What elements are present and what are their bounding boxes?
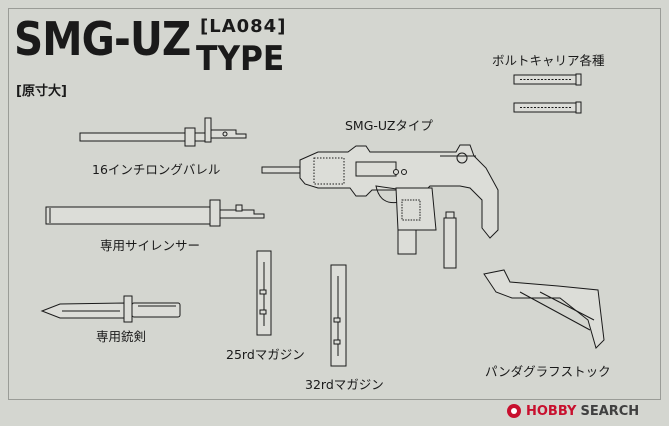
sheet-border (8, 8, 661, 400)
bolt-carrier-1 (513, 73, 582, 86)
bayonet (40, 295, 181, 323)
pantograph-stock (483, 269, 605, 349)
bayonet-label: 専用銃剣 (96, 329, 147, 344)
grip-magazine (443, 211, 457, 269)
magazine-25rd (256, 250, 272, 336)
main-gun-label: SMG-UZタイプ (345, 118, 433, 133)
magazine-25rd-label: 25rdマガジン (226, 347, 305, 362)
magazine-32rd (330, 264, 347, 367)
watermark-search: SEARCH (580, 403, 640, 419)
watermark-brand: HOBBY (526, 403, 577, 419)
long-barrel (79, 117, 247, 147)
silencer-label: 専用サイレンサー (100, 238, 201, 253)
magazine-32rd-label: 32rdマガジン (305, 377, 384, 392)
bolt-carrier-2 (513, 101, 582, 114)
stock-label: パンダグラフストック (485, 364, 611, 379)
hobby-search-logo-icon (507, 404, 521, 418)
scale-note: [原寸大] (16, 84, 67, 99)
product-title: SMG-UZ (14, 12, 191, 66)
smg-uz-gun (261, 144, 499, 255)
bolt-carriers-label: ボルトキャリア各種 (492, 53, 605, 68)
long-barrel-label: 16インチロングバレル (92, 162, 221, 177)
silencer (45, 199, 265, 227)
watermark: HOBBY SEARCH (506, 401, 639, 421)
product-title-type: TYPE (196, 39, 285, 79)
product-code: [LA084] (200, 16, 287, 37)
